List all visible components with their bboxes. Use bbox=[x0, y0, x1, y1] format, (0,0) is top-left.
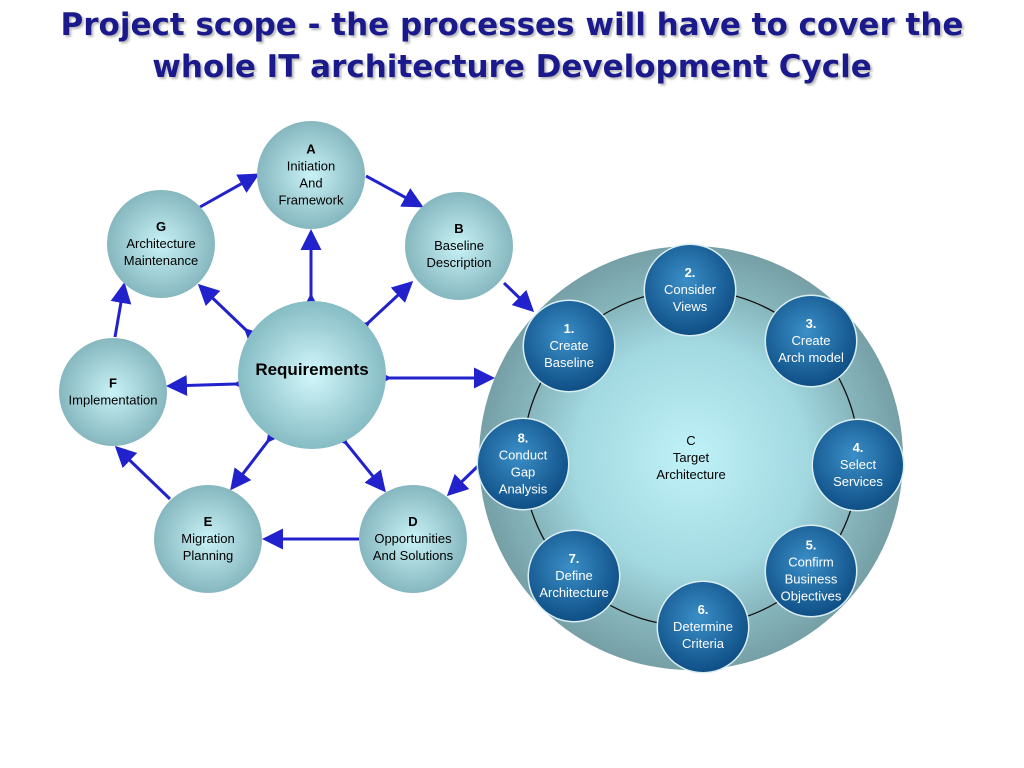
arrow-req-d bbox=[326, 422, 386, 493]
step-1-circle bbox=[524, 301, 614, 391]
title-line-1: Project scope - the processes will have … bbox=[60, 7, 964, 43]
arrows-layer bbox=[110, 173, 535, 550]
phase-e-circle bbox=[154, 485, 262, 593]
arrow-b-to-c bbox=[502, 281, 535, 313]
arrow-a-to-b bbox=[365, 174, 424, 208]
phase-g-circle bbox=[107, 190, 215, 298]
step-7-circle bbox=[529, 531, 619, 621]
arrow-req-f bbox=[166, 372, 255, 396]
step-6-circle bbox=[658, 582, 748, 672]
arrow-req-e bbox=[230, 420, 288, 491]
requirements-node: Requirements bbox=[238, 301, 386, 449]
arrow-f-to-g bbox=[110, 282, 132, 338]
phase-f-circle bbox=[59, 338, 167, 446]
arrow-e-to-f bbox=[114, 445, 172, 501]
step-4-circle bbox=[813, 420, 903, 510]
phase-b-circle bbox=[405, 192, 513, 300]
step-8-circle bbox=[478, 419, 568, 509]
step-3-circle bbox=[766, 296, 856, 386]
arrow-req-b bbox=[347, 280, 414, 343]
page-title: Project scope - the processes will have … bbox=[0, 4, 1024, 88]
requirements-label: Requirements bbox=[255, 360, 368, 379]
arrow-g-to-a bbox=[199, 173, 260, 209]
requirements-circle bbox=[238, 301, 386, 449]
step-2-circle bbox=[645, 245, 735, 335]
title-line-2: whole IT architecture Development Cycle bbox=[152, 49, 872, 85]
phase-d-circle bbox=[359, 485, 467, 593]
phase-a-circle bbox=[257, 121, 365, 229]
arrow-req-g bbox=[197, 283, 267, 351]
arrow-c-to-d bbox=[446, 464, 480, 497]
step-5-circle bbox=[766, 526, 856, 616]
